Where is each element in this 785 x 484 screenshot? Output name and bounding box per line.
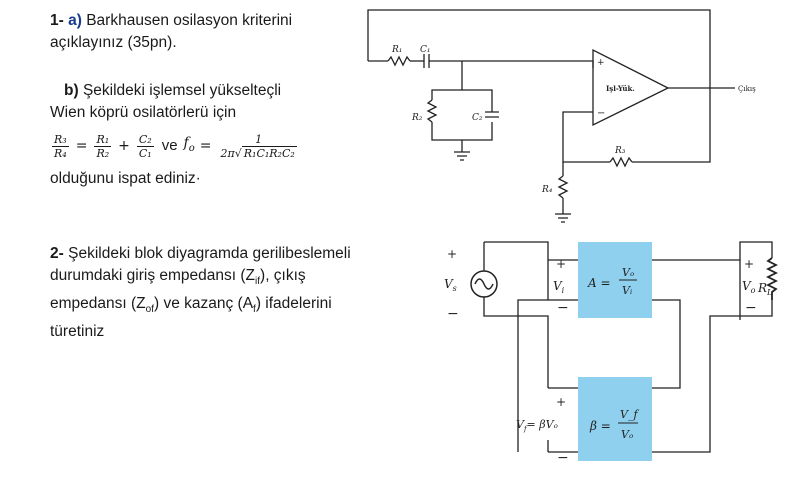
label-r4: R₄: [541, 185, 553, 195]
vs-minus: −: [447, 306, 459, 322]
question-2-line1: 2- Şekildeki blok diyagramda gerilibesle…: [50, 243, 420, 265]
vf-minus: −: [557, 450, 569, 466]
vo-plus: +: [744, 257, 754, 271]
feedback-block: [578, 377, 652, 461]
sine-icon: [474, 278, 494, 290]
question-number-2: 2-: [50, 245, 64, 262]
vi-minus: −: [557, 300, 569, 316]
question-2: 2- Şekildeki blok diyagramda gerilibesle…: [50, 243, 420, 343]
c1-capacitor: [423, 54, 430, 68]
ground-2: [555, 213, 571, 223]
c2-symbol: C₂: [136, 132, 154, 147]
question-1a: 1- a) Barkhausen osilasyon kriterini açı…: [50, 10, 350, 54]
vi-label: Vi: [553, 279, 565, 295]
equals-sign-2: =: [199, 138, 212, 154]
label-r1: R₁: [391, 45, 402, 55]
opamp-minus: −: [597, 108, 605, 119]
r4-symbol: R₄: [54, 146, 67, 160]
question-2-text-3c: ) ifadelerini: [255, 295, 332, 313]
rl-label: RL: [757, 281, 772, 297]
question-1b-text-3: olduğunu ispat ediniz·: [50, 170, 201, 187]
fraction-frequency: 1 2π√R₁C₁R₂C₂: [219, 133, 299, 160]
opamp-plus: +: [597, 58, 605, 68]
question-1b-text-1: Şekildeki işlemsel yükselteçli: [82, 82, 282, 99]
vi-plus: +: [556, 257, 566, 271]
beta-label: β =: [589, 419, 611, 433]
vf-plus: +: [556, 395, 566, 409]
opamp-triangle: [592, 48, 670, 127]
question-2-text-4: türetiniz: [50, 323, 105, 341]
f-subscript: o: [188, 142, 195, 154]
c2-capacitor: [485, 111, 499, 118]
r1-symbol: R₁: [94, 132, 112, 147]
question-1a-line1: 1- a) Barkhausen osilasyon kriterini: [50, 10, 350, 32]
zof-subscript: of: [145, 304, 154, 316]
vs-label: Vs: [444, 277, 457, 293]
root-term: R₁C₁R₂C₂: [241, 145, 297, 160]
beta-numerator: V_f: [620, 408, 639, 421]
frequency-symbol: fo: [184, 132, 195, 160]
fraction-r3-r4: R₃ R₄: [52, 133, 69, 160]
frequency-numerator: 1: [253, 132, 265, 147]
question-2-text-2: durumdaki giriş empedansı (Z: [50, 267, 256, 284]
part-a-label: a): [68, 12, 82, 29]
r2-resistor: [426, 99, 438, 123]
wien-bridge-circuit: [367, 9, 735, 223]
r1-resistor: [387, 55, 411, 67]
opamp-label: Işl-Yük.: [606, 84, 635, 93]
fraction-r1-r2: R₁ R₂: [94, 132, 112, 160]
plus-sign: +: [118, 138, 130, 154]
equals-sign: =: [75, 138, 88, 154]
vo-minus: −: [745, 300, 757, 316]
two-pi: 2π: [220, 146, 235, 160]
label-c2: C₂: [472, 113, 483, 123]
output-label: Çıkış: [738, 85, 756, 93]
question-1b: b) Şekildeki işlemsel yükselteçli Wien k…: [50, 80, 350, 190]
label-c1: C₁: [420, 45, 431, 55]
wien-formula: R₃ R₄ = R₁ R₂ + C₂ C₁ ve fo = 1 2π√R₁C₁R…: [50, 124, 350, 168]
question-1b-text-2: Wien köprü osilatörlerü için: [50, 104, 237, 121]
r3-symbol: R₃: [52, 132, 69, 147]
question-1b-line1: b) Şekildeki işlemsel yükselteçli: [50, 80, 350, 102]
question-2-line2: durumdaki giriş empedansı (Zif), çıkış: [50, 265, 420, 293]
question-1a-text-1: Barkhausen osilasyon kriterini: [86, 12, 293, 29]
gain-a-label: A =: [587, 276, 611, 290]
r4-resistor: [557, 175, 569, 199]
vs-plus: +: [447, 247, 457, 261]
beta-denominator: Vₒ: [621, 428, 633, 441]
frequency-denominator: 2π√R₁C₁R₂C₂: [220, 145, 297, 160]
rl-resistor: [765, 257, 779, 300]
question-2-text-1: Şekildeki blok diyagramda gerilibeslemel…: [68, 245, 351, 262]
zif-subscript: if: [255, 276, 261, 288]
question-1a-text-2: açıklayınız (35pn).: [50, 34, 177, 51]
r3-resistor: [609, 156, 633, 168]
r2-symbol: R₂: [96, 146, 110, 160]
af-subscript: f: [253, 304, 256, 316]
gain-a-numerator: Vₒ: [622, 266, 634, 279]
amplifier-block: [578, 242, 652, 318]
gain-a-denominator: Vᵢ: [622, 284, 632, 297]
feedback-block-diagram: [483, 241, 773, 453]
ground-1: [454, 151, 470, 161]
label-r2: R₂: [411, 113, 423, 123]
fraction-c2-c1: C₂ C₁: [136, 132, 154, 160]
vf-expression: Vf= βVₒ: [516, 418, 558, 433]
question-number: 1-: [50, 12, 64, 29]
part-b-label: b): [64, 82, 79, 99]
formula-connector: ve: [161, 137, 178, 154]
question-2-text-3: empedansı (Z: [50, 295, 146, 313]
question-2-text-3b: ) ve kazanç (A: [153, 295, 254, 313]
question-2-line3: empedansı (Zof) ve kazanç (Af) ifadeleri…: [50, 293, 420, 321]
f-letter: f: [183, 135, 189, 152]
vo-label: Vo: [742, 279, 756, 295]
label-r3: R₃: [614, 146, 626, 156]
c1-symbol: C₁: [138, 146, 152, 160]
question-2-text-2b: ), çıkış: [260, 267, 306, 284]
